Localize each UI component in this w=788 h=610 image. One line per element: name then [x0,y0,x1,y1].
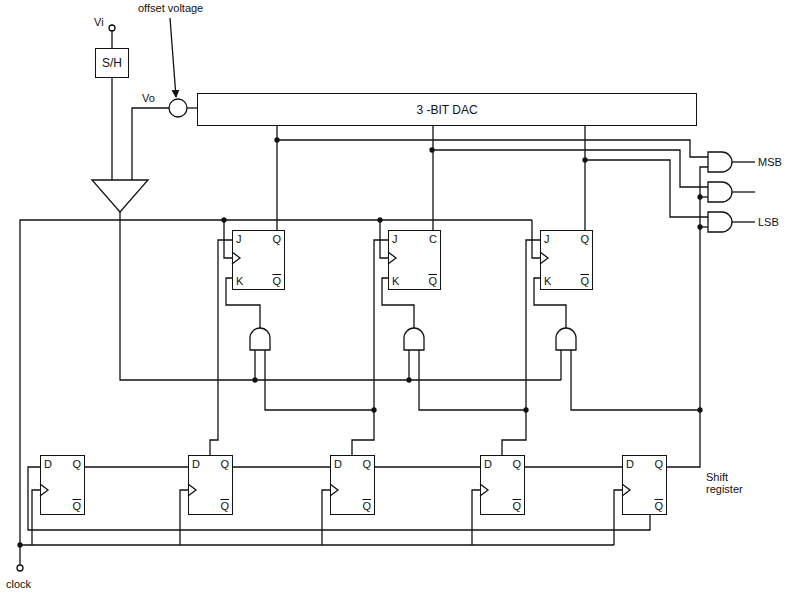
d-flip-flop: D Q Q [330,455,375,515]
signal-label: Shift register [706,471,766,495]
box-label: S/H [102,56,122,70]
wire-connector [584,126,585,230]
pin-label: Q [580,275,589,287]
pin-label: Q [272,233,281,245]
d-flip-flop: D Q Q [188,455,233,515]
pin-label: Q [220,458,229,470]
pin-label: Q [362,500,371,512]
d-flip-flop: D Q Q [40,455,85,515]
pin-label: Q [72,500,81,512]
pin-label: Q [72,458,81,470]
signal-label: clock [6,578,31,590]
signal-label: MSB [758,156,782,168]
signal-label: Vi [94,16,104,28]
sample-hold-box: S/H [95,48,129,78]
d-flip-flop: D Q Q [622,455,667,515]
pin-label: C [429,233,437,245]
pin-label: Q [580,233,589,245]
dac-box: 3 -BIT DAC [197,93,697,126]
pin-label: J [392,233,398,245]
pin-label: D [334,458,342,470]
wire-connector [85,466,188,467]
signal-label: Vo [142,92,155,104]
wire-connector [233,466,330,467]
pin-label: J [236,233,242,245]
wire-connector [525,466,622,467]
pin-label: Q [272,275,281,287]
pin-label: K [392,275,399,287]
pin-label: D [44,458,52,470]
box-label: 3 -BIT DAC [416,103,477,117]
signal-label: LSB [758,216,779,228]
pin-label: Q [512,458,521,470]
pin-label: D [484,458,492,470]
jk-flip-flop: J C K Q [388,230,441,290]
wire-connector [375,466,480,467]
pin-label: Q [428,275,437,287]
pin-label: Q [512,500,521,512]
pin-label: K [236,275,243,287]
d-flip-flop: D Q Q [480,455,525,515]
pin-label: Q [654,458,663,470]
pin-label: K [544,275,551,287]
wire-connector [432,126,433,230]
jk-flip-flop: J Q K Q [540,230,593,290]
pin-label: Q [654,500,663,512]
jk-flip-flop: J Q K Q [232,230,285,290]
pin-label: D [192,458,200,470]
pin-label: Q [362,458,371,470]
pin-label: J [544,233,550,245]
pin-label: Q [220,500,229,512]
signal-label: offset voltage [138,2,203,14]
pin-label: D [626,458,634,470]
